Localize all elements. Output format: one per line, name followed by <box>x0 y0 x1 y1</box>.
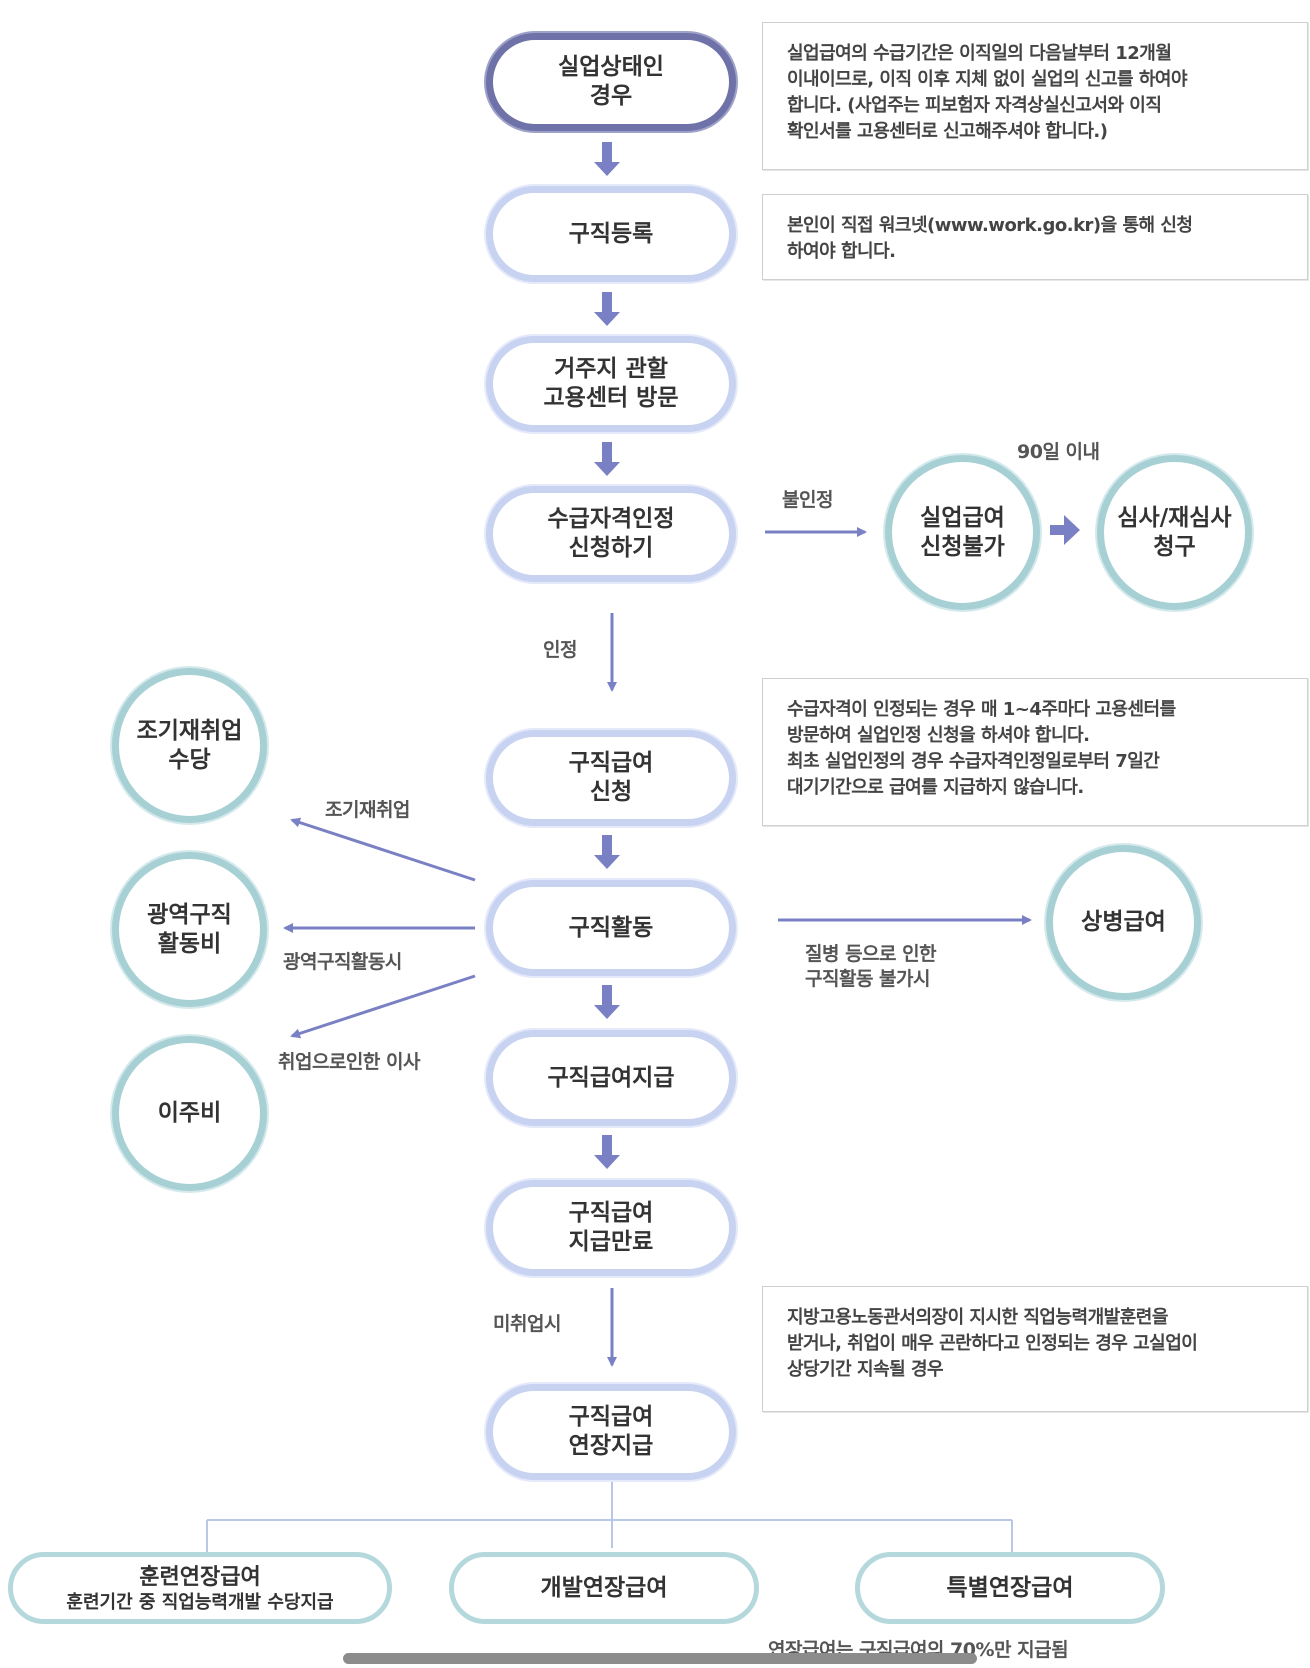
circle-sickness-benefit: 상병급여 <box>1046 845 1201 1000</box>
label-early-reemployment: 조기재취업 <box>325 799 410 821</box>
arrow-down-4 <box>594 835 620 869</box>
step-visit-center: 거주지 관할 고용센터 방문 <box>486 336 736 432</box>
note-apply-benefit: 수급자격이 인정되는 경우 매 1~4주마다 고용센터를 방문하여 실업인정 신… <box>762 678 1308 826</box>
step-job-search: 구직활동 <box>486 880 736 976</box>
arrow-right-bold <box>1050 515 1080 545</box>
label-rejected: 불인정 <box>782 489 833 511</box>
ext-training: 훈련연장급여 훈련기간 중 직업능력개발 수당지급 <box>8 1552 392 1624</box>
step-apply-benefit: 구직급여 신청 <box>486 730 736 826</box>
ext-training-sub: 훈련기간 중 직업능력개발 수당지급 <box>66 1591 334 1613</box>
arrow-down-1 <box>594 142 620 176</box>
label-moving: 취업으로인한 이사 <box>278 1051 420 1073</box>
step-unemployed: 실업상태인 경우 <box>486 33 736 131</box>
ext-development: 개발연장급여 <box>449 1552 759 1624</box>
label-not-employed: 미취업시 <box>493 1313 561 1335</box>
circle-moving-cost: 이주비 <box>112 1036 267 1191</box>
arrow-down-6 <box>594 1135 620 1169</box>
label-wide-area: 광역구직활동시 <box>283 951 402 973</box>
step-benefit-extension: 구직급여 연장지급 <box>486 1384 736 1480</box>
note-unemployed: 실업급여의 수급기간은 이직일의 다음날부터 12개월 이내이므로, 이직 이후… <box>762 22 1308 170</box>
arrow-down-2 <box>594 292 620 326</box>
circle-appeal: 심사/재심사 청구 <box>1097 455 1252 610</box>
arrow-early <box>290 817 476 882</box>
label-sickness: 질병 등으로 인한 구직활동 불가시 <box>805 943 937 990</box>
note-registration: 본인이 직접 워크넷(www.work.go.kr)을 통해 신청 하여야 합니… <box>762 194 1308 280</box>
ext-training-title: 훈련연장급여 <box>139 1564 261 1590</box>
step-benefit-end: 구직급여 지급만료 <box>486 1180 736 1276</box>
label-approved: 인정 <box>543 639 577 661</box>
main-down-arrows <box>594 142 1080 1169</box>
arrow-down-5 <box>594 985 620 1019</box>
extension-tree <box>206 1480 1013 1552</box>
label-within-90: 90일 이내 <box>1017 441 1100 463</box>
arrow-down-3 <box>594 442 620 476</box>
arrow-moving <box>290 974 476 1039</box>
circle-wide-area-job-search: 광역구직 활동비 <box>112 852 267 1007</box>
ext-special: 특별연장급여 <box>855 1552 1165 1624</box>
horizontal-scrollbar[interactable] <box>343 1653 977 1664</box>
note-extension: 지방고용노동관서의장이 지시한 직업능력개발훈련을 받거나, 취업이 매우 곤란… <box>762 1286 1308 1412</box>
circle-not-eligible: 실업급여 신청불가 <box>885 455 1040 610</box>
step-apply-qualification: 수급자격인정 신청하기 <box>486 486 736 582</box>
circle-early-reemployment: 조기재취업 수당 <box>112 668 267 823</box>
step-benefit-payment: 구직급여지급 <box>486 1030 736 1126</box>
step-job-registration: 구직등록 <box>486 186 736 282</box>
